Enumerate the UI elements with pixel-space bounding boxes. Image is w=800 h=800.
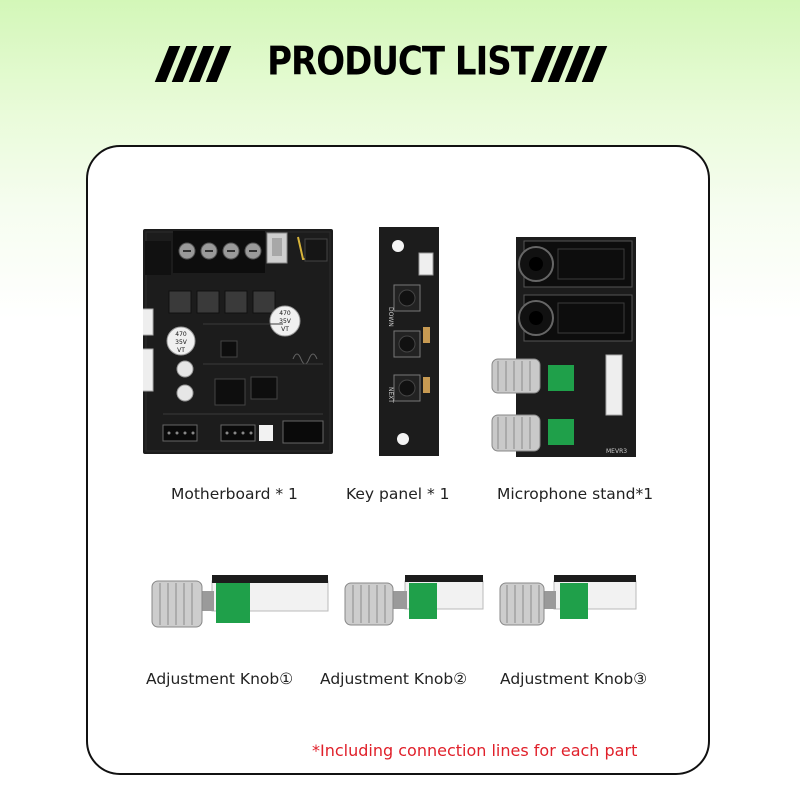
- cap1-line3: VT: [177, 347, 185, 354]
- adjustment-knob-1-image: [151, 575, 329, 628]
- adjustment-knob-2-image: [344, 575, 484, 626]
- key-panel-label: Key panel * 1: [346, 485, 450, 503]
- cap2-line2: 35V: [279, 318, 292, 325]
- cap2-line1: 470: [279, 310, 291, 317]
- motherboard-label: Motherboard * 1: [171, 485, 298, 503]
- right-stripes-decoration: [530, 46, 608, 82]
- mic-board-label: MEVR3: [606, 448, 627, 455]
- key-label-next: NEXT: [387, 387, 394, 403]
- adjustment-knob-1-label: Adjustment Knob①: [146, 670, 294, 688]
- adjustment-knob-2-label: Adjustment Knob②: [320, 670, 468, 688]
- header: PRODUCT LIST: [0, 38, 800, 90]
- key-panel-image: DOWN NEXT: [379, 227, 439, 456]
- key-label-down: DOWN: [387, 307, 394, 327]
- cap1-line2: 35V: [175, 339, 188, 346]
- microphone-stand-image: MEVR3: [491, 237, 636, 457]
- left-stripes-decoration: [154, 46, 232, 82]
- adjustment-knob-3-image: [499, 575, 637, 626]
- microphone-stand-label: Microphone stand*1: [497, 485, 654, 503]
- connection-lines-note: *Including connection lines for each par…: [312, 741, 638, 760]
- motherboard-image: 470 35V VT 470 35V VT: [143, 229, 333, 454]
- adjustment-knob-3-label: Adjustment Knob③: [500, 670, 648, 688]
- page-title: PRODUCT LIST: [267, 39, 534, 85]
- cap1-line1: 470: [175, 331, 187, 338]
- cap2-line3: VT: [281, 326, 289, 333]
